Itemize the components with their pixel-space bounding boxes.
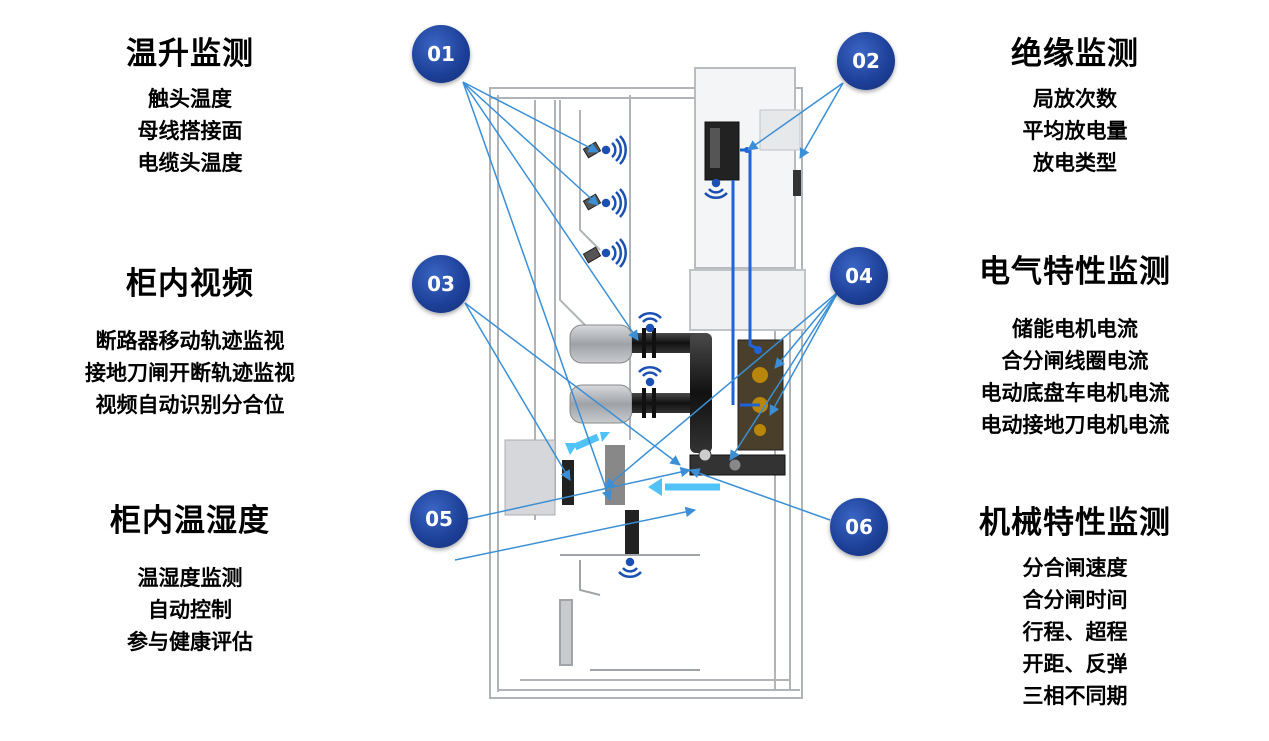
cabinet-frame [489,87,803,699]
badge-03: 03 [412,255,470,313]
video-item: 断路器移动轨迹监视 [95,329,285,353]
pointer-lines [454,81,844,561]
mechanical-item: 合分闸时间 [1022,588,1128,612]
temp-rise-block: 温升监测 触头温度 母线搭接面 电缆头温度 [80,28,300,179]
insulation-block: 绝缘监测 局放次数 平均放电量 放电类型 [965,28,1185,179]
insulation-item: 局放次数 [1033,87,1117,111]
mechanical-item: 三相不同期 [1022,684,1128,708]
video-block: 柜内视频 断路器移动轨迹监视 接地刀闸开断轨迹监视 视频自动识别分合位 [40,258,340,421]
wifi-icons [601,135,728,579]
humidity-item: 参与健康评估 [127,630,253,654]
humidity-title: 柜内温湿度 [110,503,270,539]
electrical-title: 电气特性监测 [979,254,1171,290]
mechanical-item: 分合闸速度 [1022,556,1128,580]
mechanical-item: 开距、反弹 [1022,652,1128,676]
humidity-item: 温湿度监测 [137,566,243,590]
badge-02: 02 [837,32,895,90]
mechanical-title: 机械特性监测 [979,505,1171,541]
video-cameras [562,445,639,555]
humidity-block: 柜内温湿度 温湿度监测 自动控制 参与健康评估 [70,495,310,658]
badge-06: 06 [830,498,888,556]
lower-left-box [504,439,556,516]
insulation-title: 绝缘监测 [1011,36,1139,72]
badge-05: 05 [410,490,468,548]
humidity-item: 自动控制 [148,598,232,622]
mechanical-item: 行程、超程 [1022,620,1128,644]
electrical-item: 合分闸线圈电流 [1001,349,1149,373]
video-title: 柜内视频 [126,266,254,302]
video-item: 视频自动识别分合位 [95,393,285,417]
video-item: 接地刀闸开断轨迹监视 [85,361,295,385]
mechanical-block: 机械特性监测 分合闸速度 合分闸时间 行程、超程 开距、反弹 三相不同期 [945,497,1205,712]
sensor-dot [754,346,762,354]
electrical-item: 储能电机电流 [1012,317,1138,341]
electrical-item: 电动底盘车电机电流 [980,381,1170,405]
busbar-assembly [632,328,712,453]
temp-rise-title: 温升监测 [126,36,254,72]
temperature-sensors [582,141,602,264]
insulation-item: 放电类型 [1033,151,1117,175]
partial-discharge-compartment [689,67,806,331]
temp-rise-item: 母线搭接面 [137,119,243,143]
temp-rise-item: 电缆头温度 [137,151,243,175]
bottom-components [559,554,700,671]
movement-arrows [565,432,720,496]
badge-04: 04 [830,247,888,305]
temp-rise-item: 触头温度 [148,87,232,111]
contact-cylinders [569,324,633,424]
pointer-line [462,466,692,521]
insulation-item: 平均放电量 [1022,119,1128,143]
electrical-item: 电动接地刀电机电流 [980,413,1170,437]
badge-01: 01 [412,25,470,83]
electrical-block: 电气特性监测 储能电机电流 合分闸线圈电流 电动底盘车电机电流 电动接地刀电机电… [935,246,1215,441]
